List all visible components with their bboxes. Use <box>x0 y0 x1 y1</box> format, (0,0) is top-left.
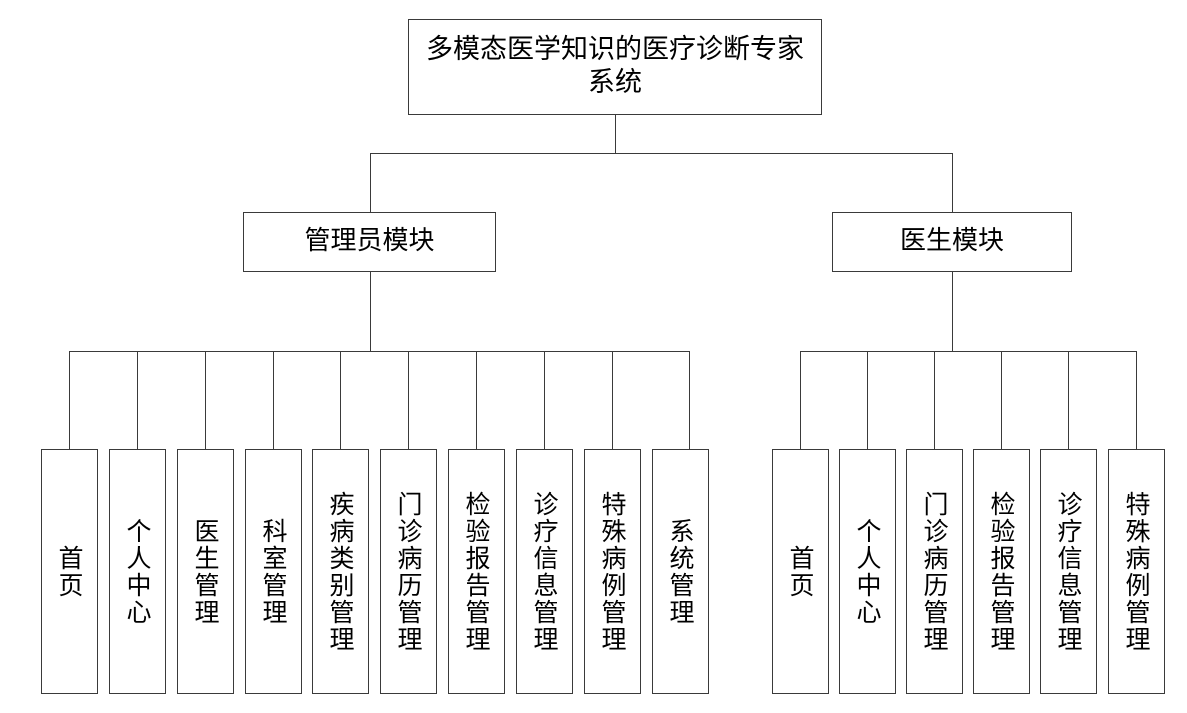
leaf-node-admin-1[interactable]: 首页 <box>41 449 98 694</box>
leaf-node-admin-6[interactable]: 门诊病历管理 <box>380 449 437 694</box>
connector-admin-drop-7 <box>476 351 477 449</box>
leaf-node-admin-8[interactable]: 诊疗信息管理 <box>516 449 573 694</box>
leaf-node-admin-10-label: 系统管理 <box>666 517 695 626</box>
leaf-node-admin-1-label: 首页 <box>55 544 84 599</box>
leaf-node-admin-8-label: 诊疗信息管理 <box>530 490 559 653</box>
leaf-node-doctor-4[interactable]: 检验报告管理 <box>973 449 1030 694</box>
connector-doctor-stem <box>952 272 953 351</box>
leaf-node-admin-2[interactable]: 个人中心 <box>109 449 166 694</box>
leaf-node-admin-3[interactable]: 医生管理 <box>177 449 234 694</box>
connector-admin-bar <box>69 351 689 352</box>
root-node-label: 多模态医学知识的医疗诊断专家系统 <box>426 34 804 98</box>
leaf-node-admin-5[interactable]: 疾病类别管理 <box>312 449 369 694</box>
leaf-node-doctor-3-label: 门诊病历管理 <box>920 490 949 653</box>
leaf-node-doctor-2-label: 个人中心 <box>853 517 882 626</box>
connector-root-stem <box>615 115 616 153</box>
leaf-node-admin-7-label: 检验报告管理 <box>462 490 491 653</box>
connector-doctor-drop-2 <box>867 351 868 449</box>
leaf-node-admin-4[interactable]: 科室管理 <box>245 449 302 694</box>
leaf-node-doctor-1-label: 首页 <box>786 544 815 599</box>
connector-admin-drop-6 <box>408 351 409 449</box>
connector-doctor-drop-1 <box>800 351 801 449</box>
leaf-node-admin-5-label: 疾病类别管理 <box>326 490 355 653</box>
connector-admin-drop-3 <box>205 351 206 449</box>
connector-admin-drop-9 <box>612 351 613 449</box>
leaf-node-admin-3-label: 医生管理 <box>191 517 220 626</box>
leaf-node-doctor-1[interactable]: 首页 <box>772 449 829 694</box>
connector-doctor-drop-3 <box>934 351 935 449</box>
connector-admin-drop-5 <box>340 351 341 449</box>
leaf-node-doctor-3[interactable]: 门诊病历管理 <box>906 449 963 694</box>
leaf-node-doctor-6-label: 特殊病例管理 <box>1122 490 1151 653</box>
connector-to-admin-module <box>370 153 371 212</box>
leaf-node-doctor-2[interactable]: 个人中心 <box>839 449 896 694</box>
connector-admin-drop-2 <box>137 351 138 449</box>
connector-to-doctor-module <box>952 153 953 212</box>
leaf-node-admin-9-label: 特殊病例管理 <box>598 490 627 653</box>
leaf-node-admin-4-label: 科室管理 <box>259 517 288 626</box>
connector-admin-stem <box>370 272 371 351</box>
module-node-doctor-label: 医生模块 <box>899 226 1004 257</box>
connector-doctor-drop-5 <box>1068 351 1069 449</box>
connector-level1-bar <box>370 153 953 154</box>
connector-admin-drop-1 <box>69 351 70 449</box>
leaf-node-admin-7[interactable]: 检验报告管理 <box>448 449 505 694</box>
leaf-node-doctor-6[interactable]: 特殊病例管理 <box>1108 449 1165 694</box>
connector-doctor-drop-4 <box>1001 351 1002 449</box>
leaf-node-admin-9[interactable]: 特殊病例管理 <box>584 449 641 694</box>
leaf-node-admin-2-label: 个人中心 <box>123 517 152 626</box>
root-node-system[interactable]: 多模态医学知识的医疗诊断专家系统 <box>408 19 822 115</box>
module-node-admin-label: 管理员模块 <box>304 226 435 257</box>
connector-admin-drop-8 <box>544 351 545 449</box>
connector-doctor-drop-6 <box>1136 351 1137 449</box>
module-node-doctor[interactable]: 医生模块 <box>832 212 1072 272</box>
module-node-admin[interactable]: 管理员模块 <box>243 212 496 272</box>
connector-doctor-bar <box>800 351 1136 352</box>
leaf-node-admin-10[interactable]: 系统管理 <box>652 449 709 694</box>
leaf-node-admin-6-label: 门诊病历管理 <box>394 490 423 653</box>
connector-admin-drop-10 <box>689 351 690 449</box>
leaf-node-doctor-5[interactable]: 诊疗信息管理 <box>1040 449 1097 694</box>
connector-admin-drop-4 <box>273 351 274 449</box>
leaf-node-doctor-5-label: 诊疗信息管理 <box>1054 490 1083 653</box>
leaf-node-doctor-4-label: 检验报告管理 <box>987 490 1016 653</box>
